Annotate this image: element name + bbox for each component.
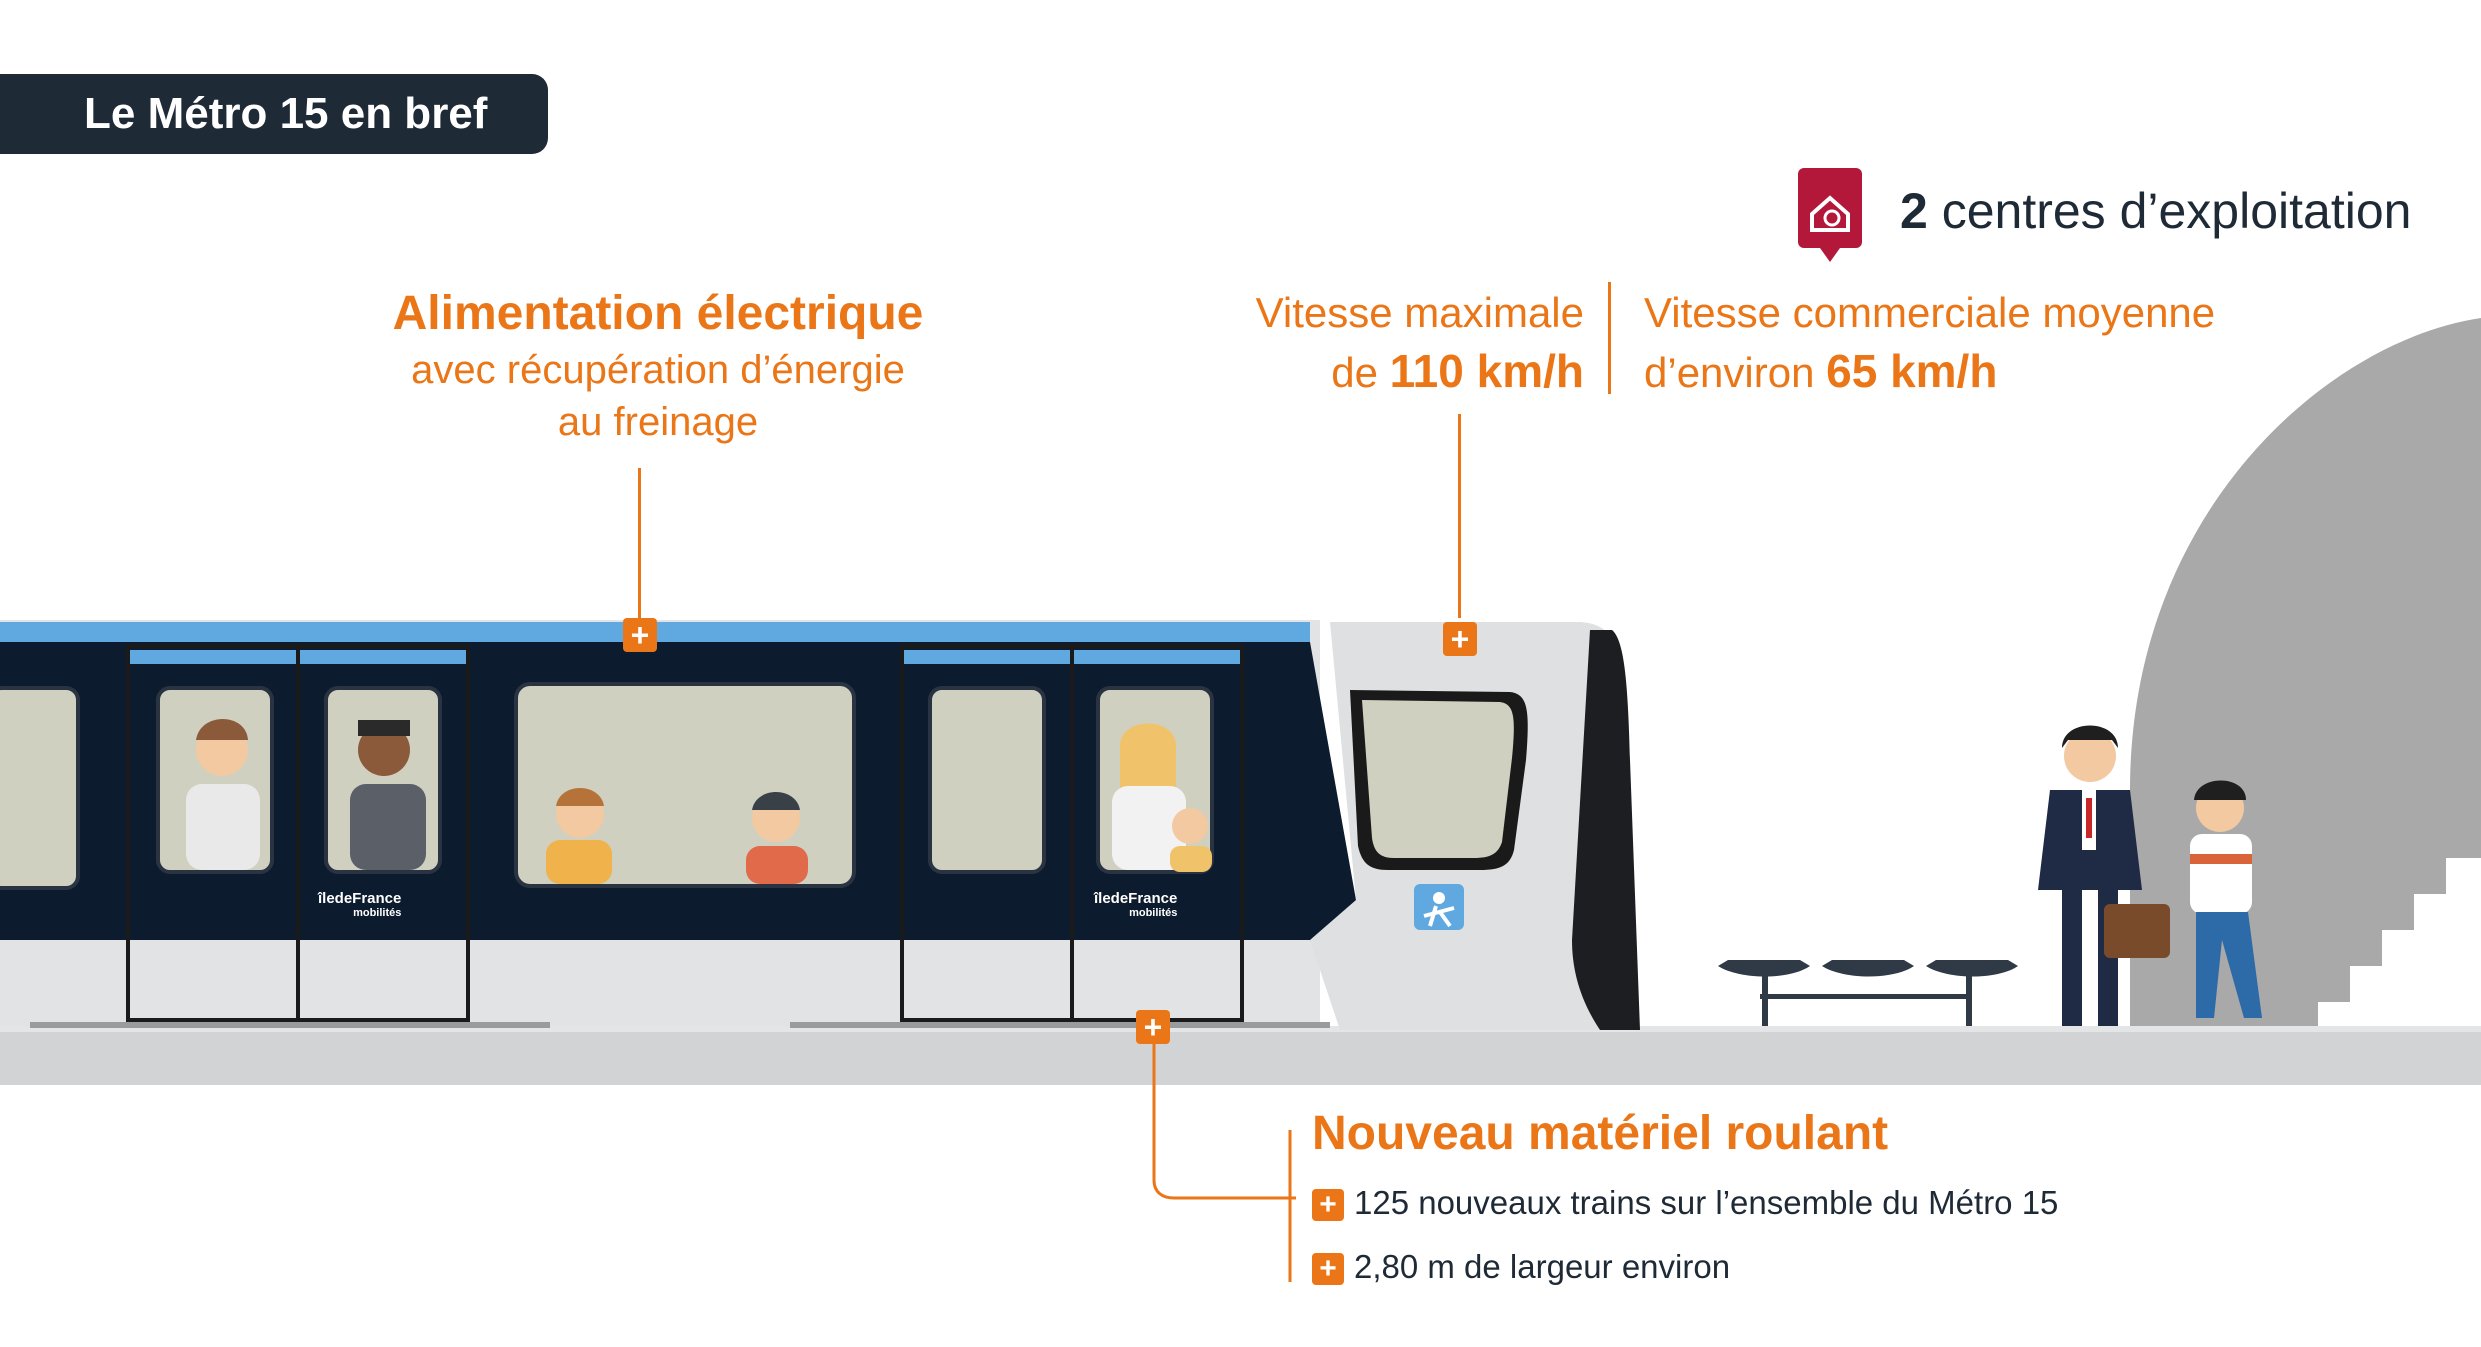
avg-speed-prefix: d’environ bbox=[1644, 349, 1815, 396]
rolling-stock-title: Nouveau matériel roulant bbox=[1312, 1107, 1889, 1160]
speed-plus-marker[interactable]: + bbox=[1443, 622, 1477, 656]
power-leader-line bbox=[638, 468, 641, 618]
max-speed-value: 110 km/h bbox=[1389, 345, 1584, 397]
speed-divider bbox=[1608, 282, 1611, 394]
plus-icon: + bbox=[1312, 1253, 1344, 1286]
plus-icon: + bbox=[1312, 1189, 1344, 1222]
rolling-stock-item-2-text: 2,80 m de largeur environ bbox=[1354, 1248, 1731, 1285]
rolling-stock-item-2: +2,80 m de largeur environ bbox=[1312, 1248, 1730, 1286]
idf-logo-text: îledeFrance bbox=[318, 890, 402, 907]
rolling-stock-item-1-text: 125 nouveaux trains sur l’ensemble du Mé… bbox=[1354, 1184, 2059, 1221]
power-supply-title: Alimentation électrique bbox=[392, 287, 924, 340]
power-supply-block: Alimentation électrique avec récupératio… bbox=[330, 284, 986, 448]
businessman bbox=[2038, 725, 2170, 1026]
page-title-badge: Le Métro 15 en bref bbox=[0, 74, 548, 154]
avg-speed-label: Vitesse commerciale moyenne bbox=[1644, 289, 2216, 336]
power-plus-marker[interactable]: + bbox=[623, 618, 657, 652]
exploitation-count: 2 bbox=[1900, 183, 1928, 239]
boy bbox=[2190, 780, 2262, 1018]
exploitation-text: centres d’exploitation bbox=[1941, 183, 2412, 239]
max-speed-prefix: de bbox=[1331, 349, 1378, 396]
avg-speed-value: 65 km/h bbox=[1826, 345, 1998, 397]
train bbox=[0, 620, 1640, 1030]
page-title: Le Métro 15 en bref bbox=[84, 89, 488, 138]
idf-logo-2: îledeFrance mobilités bbox=[1094, 890, 1177, 919]
idf-logo-sub-2: mobilités bbox=[1129, 907, 1178, 919]
max-speed-block: Vitesse maximale de 110 km/h bbox=[1170, 284, 1584, 402]
idf-logo: îledeFrance mobilités bbox=[318, 890, 401, 919]
max-speed-label: Vitesse maximale bbox=[1255, 289, 1584, 336]
passengers bbox=[186, 719, 1212, 884]
rolling-stock-plus-marker[interactable]: + bbox=[1136, 1010, 1170, 1044]
speed-leader-line bbox=[1458, 414, 1461, 618]
platform bbox=[0, 1030, 2481, 1085]
avg-speed-block: Vitesse commerciale moyenne d’environ 65… bbox=[1644, 284, 2215, 402]
idf-logo-text-2: îledeFrance bbox=[1094, 890, 1178, 907]
power-supply-line2: avec récupération d’énergie bbox=[411, 348, 905, 392]
power-supply-line3: au freinage bbox=[557, 400, 759, 444]
bench bbox=[1718, 960, 2018, 1026]
idf-logo-sub: mobilités bbox=[353, 907, 402, 919]
maintenance-center-icon bbox=[1798, 168, 1862, 264]
exploitation-label: 2 centres d’exploitation bbox=[1900, 182, 2411, 240]
rolling-stock-item-1: +125 nouveaux trains sur l’ensemble du M… bbox=[1312, 1184, 2058, 1222]
